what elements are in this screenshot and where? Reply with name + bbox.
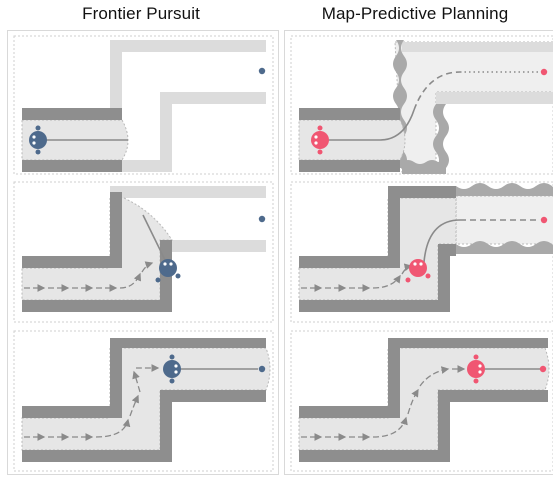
known-wall-upper — [299, 186, 456, 268]
planned-path-known — [423, 219, 461, 263]
known-wall-upper — [299, 338, 548, 418]
panel-predictive-step-2 — [290, 181, 553, 323]
goal-dot-icon — [258, 215, 266, 223]
frontier-pursuit-column-frame — [7, 30, 279, 475]
known-wall-top — [299, 108, 400, 120]
robot-icon — [467, 354, 485, 384]
panel-predictive-step-1 — [290, 35, 553, 175]
robot-icon — [311, 125, 329, 155]
unknown-wall — [436, 92, 553, 104]
known-wall-top — [22, 108, 122, 120]
unknown-walls — [110, 186, 266, 252]
unknown-wall — [402, 42, 553, 52]
planned-path — [142, 214, 167, 263]
known-wall-upper — [22, 192, 122, 268]
planned-path-known — [318, 109, 415, 141]
robot-icon — [155, 259, 181, 283]
robot-icon — [405, 259, 431, 283]
panel-frontier-step-3 — [13, 330, 274, 472]
panel-frontier-step-1 — [13, 35, 274, 175]
known-wall-lower — [22, 240, 172, 312]
robot-icon — [163, 354, 181, 384]
traversed-path — [24, 261, 154, 292]
predicted-wall-vertical-2 — [433, 104, 449, 168]
goal-dot-icon — [258, 365, 266, 373]
goal-dot-icon — [540, 68, 548, 76]
known-wall-lower — [299, 244, 456, 312]
goal-dot-icon — [540, 216, 548, 224]
panel-frontier-step-2 — [13, 181, 274, 323]
column-title-map-predictive-planning: Map-Predictive Planning — [321, 4, 509, 23]
traversed-path — [24, 364, 160, 441]
known-wall-bottom — [22, 160, 122, 172]
robot-icon — [29, 125, 47, 155]
column-title-frontier-pursuit: Frontier Pursuit — [82, 4, 200, 23]
known-wall-bottom — [299, 160, 400, 172]
unknown-walls — [110, 40, 266, 172]
known-wall-lower — [299, 390, 548, 462]
planned-path-predicted — [413, 71, 461, 111]
goal-dot-icon — [258, 67, 266, 75]
predicted-wall-top — [456, 183, 553, 196]
predicted-wall-bottom — [456, 241, 553, 254]
goal-dot-icon — [539, 365, 547, 373]
known-wall-upper — [22, 338, 266, 418]
known-wall-lower — [22, 390, 266, 462]
map-predictive-column-frame — [284, 30, 553, 475]
predicted-wall-bottom — [402, 160, 446, 174]
traversed-path — [301, 365, 466, 441]
panel-predictive-step-3 — [290, 330, 553, 472]
